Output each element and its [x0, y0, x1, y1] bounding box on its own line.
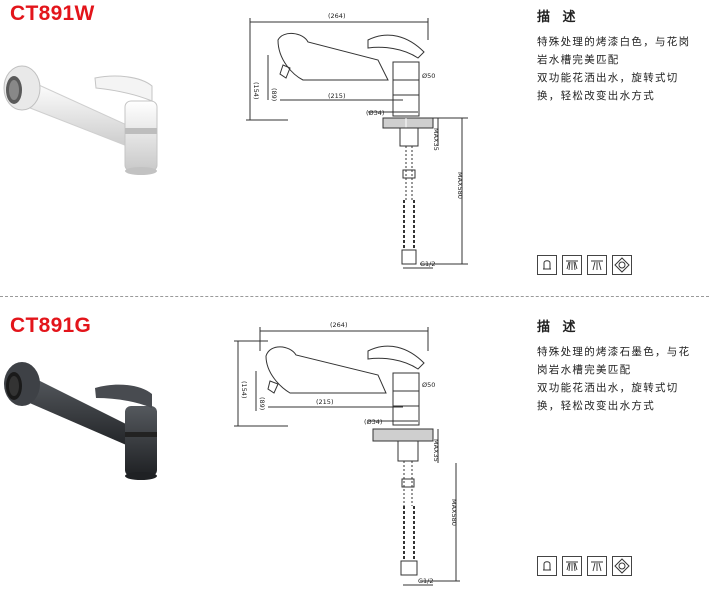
description-line: 特殊处理的烤漆白色，与花岗: [537, 36, 691, 48]
model-name: CT891G: [10, 314, 92, 337]
dim-height: (154): [240, 381, 248, 398]
dim-base-diameter: (Ø34): [366, 109, 384, 117]
dim-thread: G1/2: [418, 577, 434, 585]
dim-spout-height: (89): [258, 397, 266, 410]
dim-thread: G1/2: [420, 260, 436, 268]
description-line: 双功能花洒出水，旋转式切: [537, 382, 679, 394]
product-section-ct891w: CT891W: [0, 0, 709, 292]
faucet-photo-graphite: [4, 362, 157, 480]
shower-mode-icon: [587, 556, 607, 576]
single-lever-icon: [537, 556, 557, 576]
description-line: 特殊处理的烤漆石墨色，与花: [537, 346, 691, 358]
description: 描 述 特殊处理的烤漆石墨色，与花 岗岩水槽完美匹配 双功能花洒出水，旋转式切 …: [537, 316, 707, 415]
dim-base-diameter: (Ø34): [364, 418, 382, 426]
spray-mode-icon: [562, 556, 582, 576]
description-line: 换，轻松改变出水方式: [537, 90, 655, 102]
technical-drawing: (264) (154) (89) (215) (Ø34) Ø50 MAX35 M…: [234, 321, 460, 586]
feature-icons: [537, 255, 632, 275]
single-lever-icon: [537, 255, 557, 275]
description-line: 双功能花洒出水，旋转式切: [537, 72, 679, 84]
dim-spout-reach: (215): [328, 92, 345, 100]
spray-mode-icon: [562, 255, 582, 275]
description-line: 岩水槽完美匹配: [537, 54, 620, 66]
dim-width: (264): [328, 12, 345, 20]
dim-max-deck: MAX35: [432, 439, 440, 462]
dim-spout-height: (89): [270, 88, 278, 101]
dim-height: (154): [252, 82, 260, 99]
description-line: 换，轻松改变出水方式: [537, 400, 655, 412]
ceramic-cartridge-icon: [612, 255, 632, 275]
description-title: 描 述: [537, 320, 580, 335]
dim-max-hose: MAX580: [450, 499, 458, 526]
dim-body-diameter: Ø50: [422, 381, 435, 389]
feature-icons: [537, 556, 632, 576]
description-title: 描 述: [537, 10, 580, 25]
dim-width: (264): [330, 321, 347, 329]
model-name: CT891W: [10, 2, 95, 25]
dim-spout-reach: (215): [316, 398, 333, 406]
section-divider: [0, 296, 709, 297]
description: 描 述 特殊处理的烤漆白色，与花岗 岩水槽完美匹配 双功能花洒出水，旋转式切 换…: [537, 6, 707, 105]
faucet-photo-white: [3, 65, 158, 175]
technical-drawing: (264) (154) (89) (215) (Ø34) Ø50 MAX35 M…: [246, 12, 468, 269]
ceramic-cartridge-icon: [612, 556, 632, 576]
description-line: 岗岩水槽完美匹配: [537, 364, 632, 376]
dim-max-deck: MAX35: [432, 128, 440, 151]
dim-body-diameter: Ø50: [422, 72, 435, 80]
product-section-ct891g: CT891G: [0, 306, 709, 586]
shower-mode-icon: [587, 255, 607, 275]
dim-max-hose: MAX580: [456, 172, 464, 199]
